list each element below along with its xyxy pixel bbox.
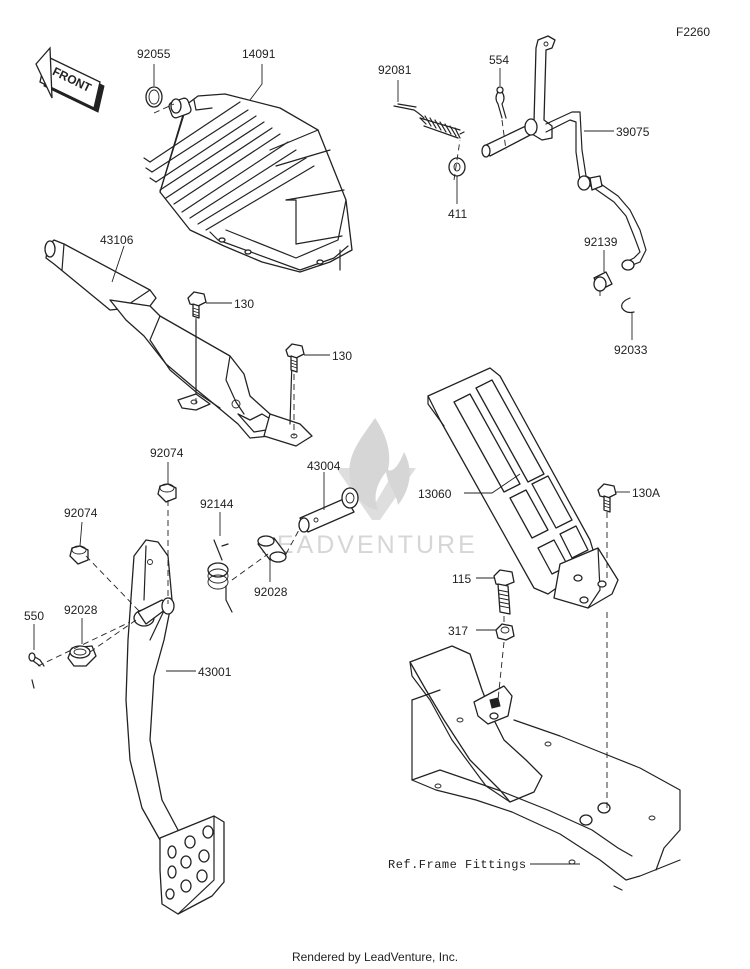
label-92139[interactable]: 92139: [584, 235, 618, 249]
label-43001[interactable]: 43001: [198, 665, 232, 679]
part-43004-shaft[interactable]: [298, 487, 359, 533]
part-130A-bolt[interactable]: [597, 483, 617, 513]
part-92139-bushing[interactable]: [593, 259, 635, 292]
label-92074-lower[interactable]: 92074: [64, 506, 98, 520]
label-550[interactable]: 550: [24, 609, 44, 623]
part-130-bolt-lower[interactable]: [285, 343, 305, 373]
part-554-cotter-pin[interactable]: [495, 86, 507, 119]
label-92033[interactable]: 92033: [614, 343, 648, 357]
part-92074-cap-lower[interactable]: [69, 545, 89, 565]
part-115-bolt[interactable]: [493, 569, 515, 615]
part-39075-lever[interactable]: [481, 35, 647, 267]
label-43004[interactable]: 43004: [307, 459, 341, 473]
part-43106-brake-lever[interactable]: [44, 239, 313, 447]
front-arrow: FRONT: [35, 46, 105, 113]
footer-credit: Rendered by LeadVenture, Inc.: [291, 950, 459, 964]
label-130-lower[interactable]: 130: [332, 349, 352, 363]
label-92028-lower[interactable]: 92028: [64, 603, 98, 617]
label-92081[interactable]: 92081: [378, 63, 412, 77]
part-550-cotter-pin[interactable]: [28, 652, 45, 689]
part-labels: 92055 14091 92081 554 39075 411 43106 13…: [24, 47, 660, 872]
label-317[interactable]: 317: [448, 624, 468, 638]
part-43001-brake-pedal[interactable]: [125, 539, 225, 915]
label-130A[interactable]: 130A: [632, 486, 660, 500]
diagram-code: F2260: [676, 25, 710, 39]
label-115[interactable]: 115: [452, 572, 471, 586]
part-92055-oring[interactable]: [145, 86, 163, 108]
part-92144-spring[interactable]: [207, 539, 233, 613]
label-14091[interactable]: 14091: [242, 47, 276, 61]
frame-fittings: [409, 645, 681, 891]
label-554[interactable]: 554: [489, 53, 509, 67]
label-92144[interactable]: 92144: [200, 497, 234, 511]
alignment-lines: [37, 103, 608, 808]
label-92055[interactable]: 92055: [137, 47, 171, 61]
part-317-nut[interactable]: [495, 623, 515, 641]
watermark-v-icon: [336, 468, 416, 520]
part-92028-bushing-upper[interactable]: [257, 535, 287, 563]
label-43106[interactable]: 43106: [100, 233, 134, 247]
label-ref-frame-fittings[interactable]: Ref.Frame Fittings: [388, 858, 527, 872]
label-92074-upper[interactable]: 92074: [150, 446, 184, 460]
label-39075[interactable]: 39075: [616, 125, 650, 139]
label-130-upper[interactable]: 130: [234, 297, 254, 311]
part-130-bolt-upper[interactable]: [187, 291, 207, 319]
part-92081-spring[interactable]: [393, 103, 465, 139]
label-13060[interactable]: 13060: [418, 487, 452, 501]
watermark-text: LEADVENTURE: [260, 531, 478, 559]
leader-lines: [33, 64, 633, 865]
part-92033-snap-ring[interactable]: [621, 297, 635, 314]
part-411-washer[interactable]: [448, 157, 466, 177]
label-92028-upper[interactable]: 92028: [254, 585, 288, 599]
part-92074-cap-upper[interactable]: [157, 483, 177, 503]
label-411[interactable]: 411: [448, 207, 467, 221]
part-14091-cover[interactable]: [143, 93, 353, 273]
part-13060-accelerator-pedal[interactable]: [427, 367, 619, 609]
part-92028-bushing-lower[interactable]: [67, 645, 97, 667]
